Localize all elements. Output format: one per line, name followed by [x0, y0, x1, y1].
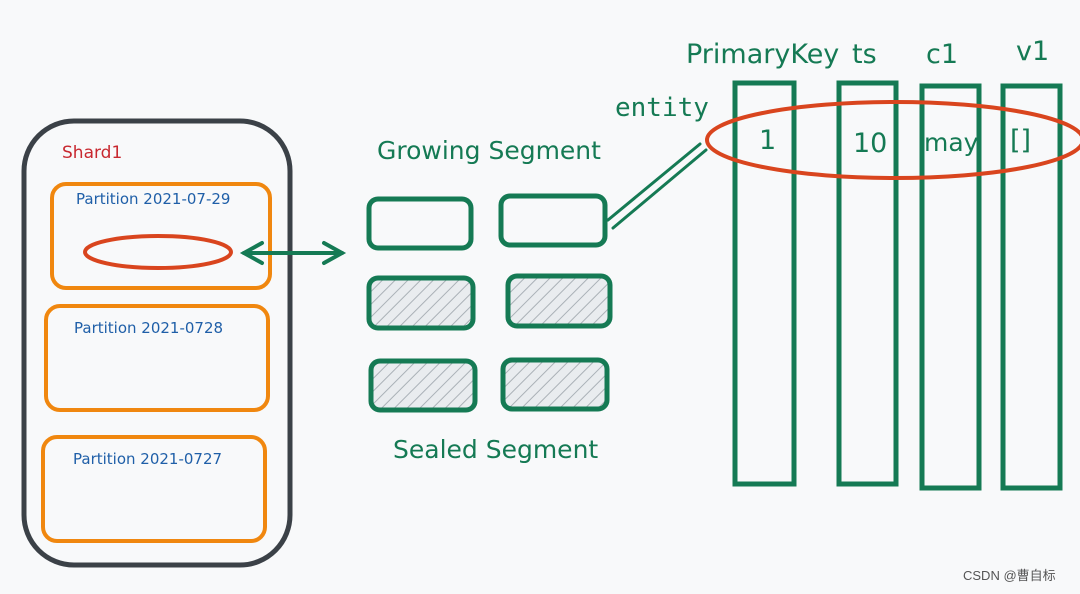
sealed-segment-box	[366, 275, 476, 331]
partition-label-2: Partition 2021-0728	[74, 319, 224, 337]
watermark: CSDN @曹自标	[963, 568, 1056, 583]
column-header-primarykey: PrimaryKey	[686, 39, 840, 70]
column-v1	[1000, 83, 1063, 491]
column-ts	[836, 80, 899, 487]
sealed-segment-box	[505, 273, 613, 329]
cell-primarykey-value: 1	[759, 125, 777, 156]
entity-row-ellipse	[705, 100, 1080, 180]
growing-segment-box	[498, 193, 608, 248]
column-header-ts: ts	[852, 39, 877, 70]
cell-ts-value: 10	[853, 128, 888, 159]
partition-label-1: Partition 2021-07-29	[76, 190, 231, 208]
partition-box	[50, 182, 272, 290]
column-header-c1: c1	[926, 39, 959, 70]
entity-label: entity	[615, 93, 709, 123]
double-arrow-connector	[239, 241, 347, 265]
growing-segment-label: Growing Segment	[377, 136, 601, 165]
partition-label-3: Partition 2021-0727	[73, 450, 223, 468]
partition-box	[41, 435, 267, 543]
partition-highlight-ellipse	[83, 234, 233, 270]
sealed-segment-box	[368, 358, 478, 413]
segment-entity-connector	[606, 142, 708, 230]
growing-segment-box	[366, 196, 474, 251]
cell-c1-value: may	[924, 128, 979, 157]
sealed-segment-box	[500, 357, 610, 412]
cell-v1-value: []	[1010, 125, 1032, 156]
column-header-v1: v1	[1016, 36, 1050, 67]
sealed-segment-label: Sealed Segment	[393, 435, 599, 464]
shard-container	[21, 118, 293, 568]
shard-title: Shard1	[62, 143, 123, 163]
partition-box	[44, 304, 270, 412]
column-primarykey	[732, 80, 797, 487]
column-c1	[919, 83, 982, 491]
